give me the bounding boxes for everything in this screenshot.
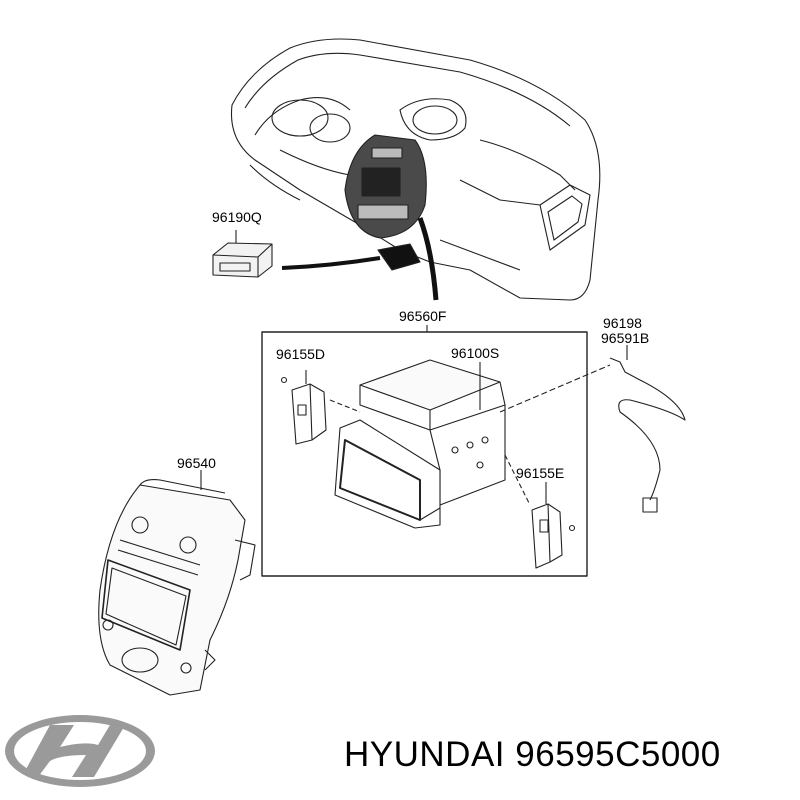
brand-name: HYUNDAI xyxy=(344,735,506,774)
part-label-96591b: 96591B xyxy=(601,330,649,346)
footer-part-title: HYUNDAI 96595C5000 xyxy=(344,735,721,775)
cable-96198 xyxy=(499,345,686,513)
part-label-96155d: 96155D xyxy=(276,346,325,362)
faceplate-96540 xyxy=(98,470,256,696)
module-96190q xyxy=(212,230,273,278)
part-label-96560f: 96560F xyxy=(399,308,446,324)
part-label-96190q: 96190Q xyxy=(212,209,262,225)
part-label-96198: 96198 xyxy=(603,315,642,331)
dashboard-illustration xyxy=(230,38,601,301)
bracket-96155d xyxy=(280,370,327,445)
assembly-box xyxy=(261,331,588,577)
head-unit-96100s xyxy=(329,359,506,529)
part-label-96155e: 96155E xyxy=(516,465,564,481)
part-label-96100s: 96100S xyxy=(451,345,499,361)
bracket-96155e xyxy=(504,454,576,569)
hyundai-logo-icon xyxy=(5,715,155,787)
part-number: 96595C5000 xyxy=(515,735,721,774)
part-label-96540: 96540 xyxy=(177,455,216,471)
